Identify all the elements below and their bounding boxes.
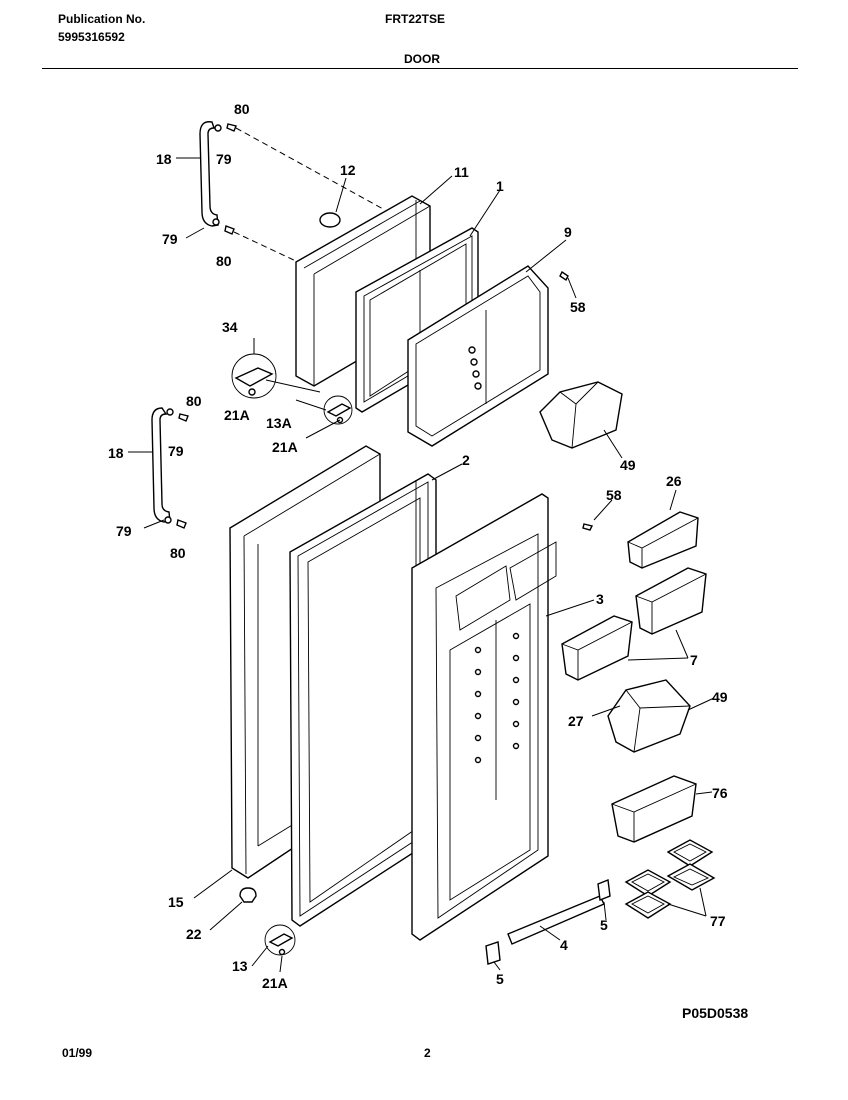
label-27: 27 — [568, 713, 584, 729]
freezer-door-liner — [407, 265, 549, 447]
label-58: 58 — [606, 487, 622, 503]
label-49: 49 — [712, 689, 728, 705]
label-22: 22 — [186, 926, 202, 942]
label-18: 18 — [108, 445, 124, 461]
label-76: 76 — [712, 785, 728, 801]
publication-number: 5995316592 — [58, 30, 125, 44]
label-79: 79 — [162, 231, 178, 247]
label-21a: 21A — [224, 407, 250, 423]
screw-58-mid — [582, 523, 594, 531]
label-12: 12 — [340, 162, 356, 178]
part-labels: 80 79 18 79 80 12 11 1 9 58 34 21A 13A 2… — [108, 101, 748, 1021]
foot-22 — [239, 887, 257, 903]
door-bin-76 — [611, 775, 697, 843]
label-18: 18 — [156, 151, 172, 167]
label-80: 80 — [186, 393, 202, 409]
egg-containers-77 — [624, 839, 716, 919]
door-bin-49 — [607, 679, 691, 753]
section-title: DOOR — [404, 52, 440, 66]
leader-lines — [128, 157, 715, 973]
fresh-food-door-liner — [411, 493, 557, 941]
label-80: 80 — [216, 253, 232, 269]
label-79: 79 — [216, 151, 232, 167]
freezer-handle — [199, 121, 222, 227]
label-1: 1 — [496, 178, 504, 194]
figure-code: P05D0538 — [682, 1005, 748, 1021]
screw-80-left-top — [178, 413, 189, 422]
screw-80-top — [226, 123, 237, 132]
label-11: 11 — [454, 164, 469, 180]
footer-date: 01/99 — [62, 1046, 93, 1060]
screw-80-bottom — [224, 225, 235, 235]
label-2: 2 — [462, 452, 470, 468]
label-4: 4 — [560, 937, 568, 953]
label-9: 9 — [564, 224, 572, 240]
plug-12 — [319, 212, 341, 228]
fresh-food-handle — [151, 407, 174, 524]
end-cap-5-bottom — [485, 941, 501, 965]
footer-page-number: 2 — [424, 1046, 431, 1060]
dairy-bin-26 — [627, 511, 699, 569]
screw-58-top — [559, 270, 569, 282]
label-3: 3 — [596, 591, 604, 607]
publication-label: Publication No. — [58, 12, 146, 26]
label-58: 58 — [570, 299, 586, 315]
model-number: FRT22TSE — [385, 12, 446, 26]
freezer-door-bin — [539, 381, 623, 449]
label-34: 34 — [222, 319, 238, 335]
label-77: 77 — [710, 913, 726, 929]
label-13a: 13A — [266, 415, 292, 431]
shelf-bin-7-lower — [561, 615, 633, 681]
label-21a: 21A — [272, 439, 298, 455]
header-rule — [42, 68, 798, 69]
label-5: 5 — [496, 971, 504, 987]
label-5: 5 — [600, 917, 608, 933]
hinge-bracket-13 — [264, 924, 296, 956]
label-80: 80 — [234, 101, 250, 117]
end-cap-5-top — [597, 879, 611, 901]
label-7: 7 — [690, 652, 698, 668]
label-79: 79 — [168, 443, 184, 459]
label-49: 49 — [620, 457, 636, 473]
label-21a: 21A — [262, 975, 288, 991]
screw-80-left-bottom — [176, 519, 187, 529]
label-13: 13 — [232, 958, 248, 974]
hinge-bracket-13a — [323, 395, 353, 425]
shelf-bin-7-upper — [635, 567, 707, 635]
hinge-bracket-34 — [231, 353, 277, 399]
label-15: 15 — [168, 894, 184, 910]
label-79: 79 — [116, 523, 132, 539]
label-26: 26 — [666, 473, 682, 489]
label-80: 80 — [170, 545, 186, 561]
